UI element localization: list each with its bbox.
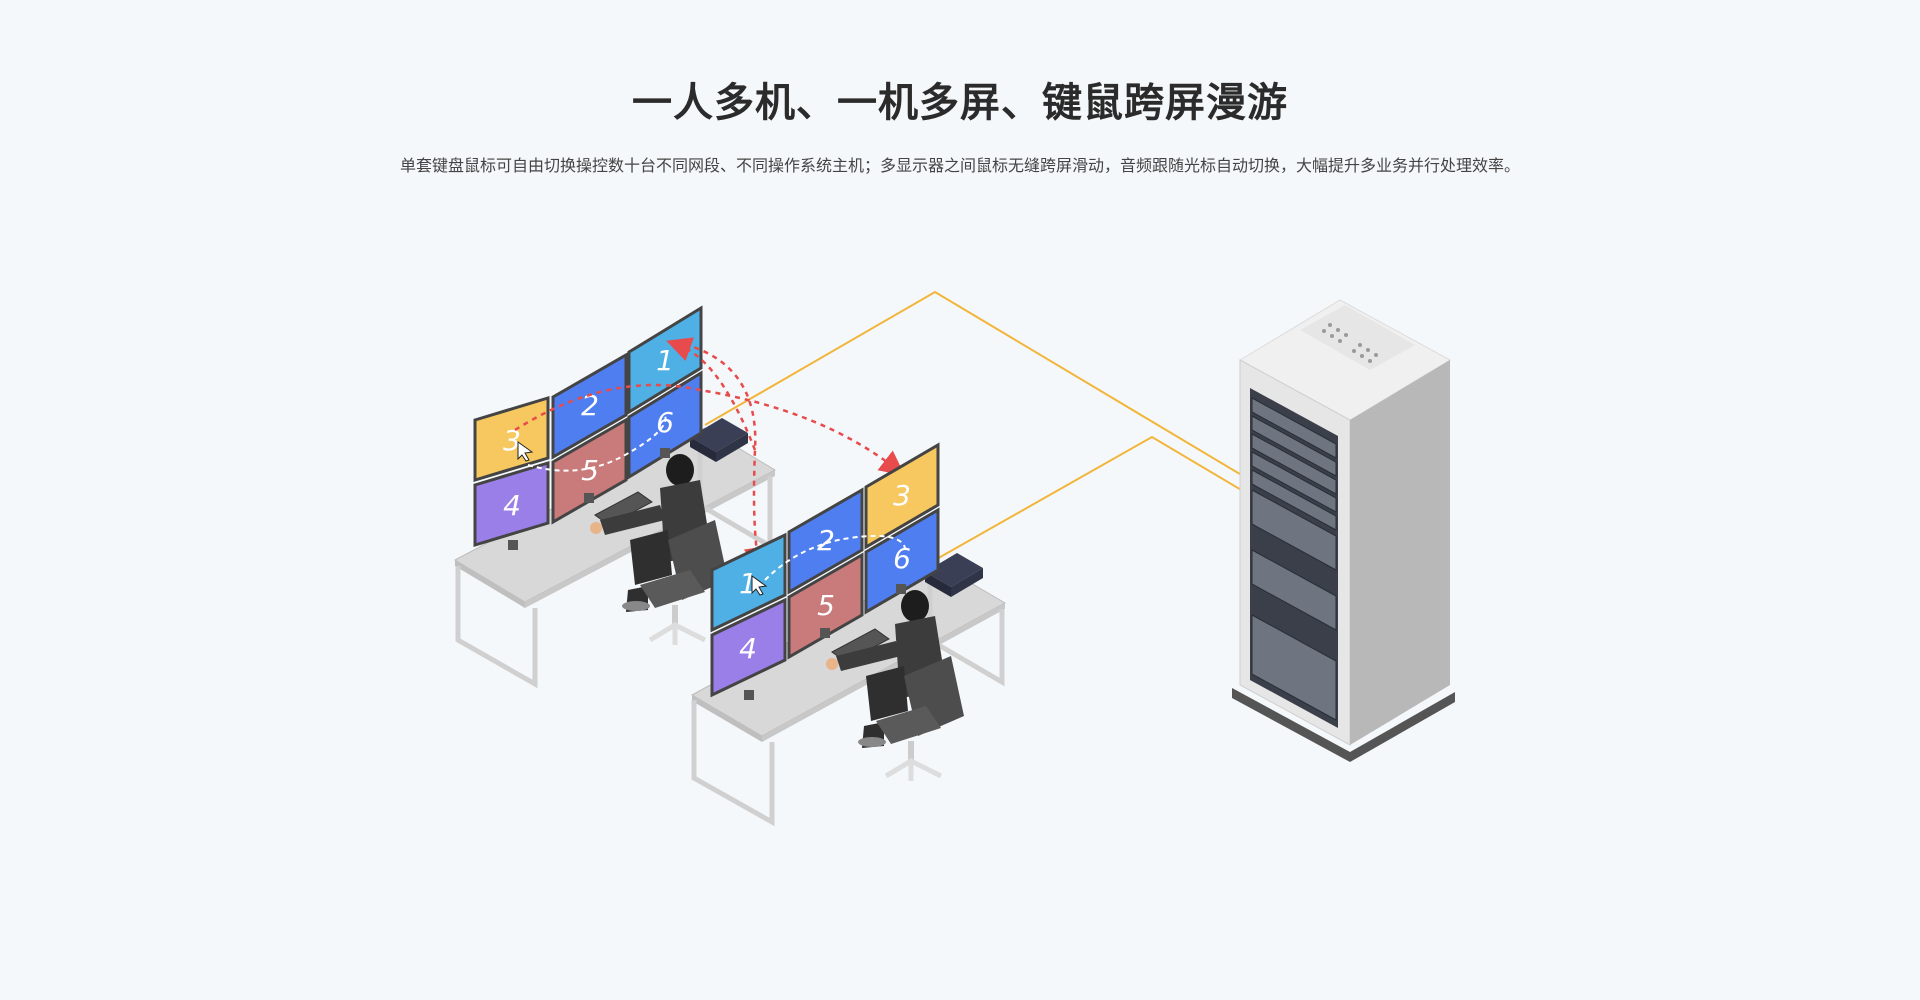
screen-label: 3 [893,479,911,512]
workstation-b: 1 4 2 5 3 6 [690,442,1007,827]
screen-label: 4 [503,489,521,522]
monitor-b-6: 6 [864,507,940,615]
screen-label: 2 [817,524,835,557]
host-box-a [690,418,748,462]
screen-label: 5 [817,589,835,622]
host-box-b [925,553,983,597]
screen-label: 3 [503,424,521,457]
monitor-b-2: 2 [787,487,864,595]
screen-label: 5 [581,454,599,487]
screen-label: 1 [656,344,674,377]
monitor-a-4: 4 [473,460,550,548]
chair-b [876,656,964,781]
workstation-a: 3 4 2 5 1 6 [453,305,905,689]
screen-label: 6 [656,406,674,439]
server-rack [1232,299,1455,762]
monitor-a-2: 2 [551,352,628,460]
page-description: 单套键盘鼠标可自由切换操控数十台不同网段、不同操作系统主机；多显示器之间鼠标无缝… [399,156,1520,175]
monitor-a-6: 6 [627,370,703,480]
screen-label: 6 [893,542,911,575]
screen-label: 4 [739,632,757,665]
monitor-b-4: 4 [710,597,787,698]
cursor-icon [751,575,768,596]
monitor-b-3: 3 [864,442,940,550]
monitor-b-5: 5 [787,552,864,660]
cursor-icon [517,441,534,462]
monitor-a-5: 5 [551,417,628,525]
rack-units [1251,397,1337,721]
screen-label: 2 [581,389,599,422]
cable-a [704,290,1276,496]
monitor-a-3: 3 [473,395,550,483]
cable-b [934,435,1276,561]
page-title: 一人多机、一机多屏、键鼠跨屏漫游 [632,80,1288,126]
